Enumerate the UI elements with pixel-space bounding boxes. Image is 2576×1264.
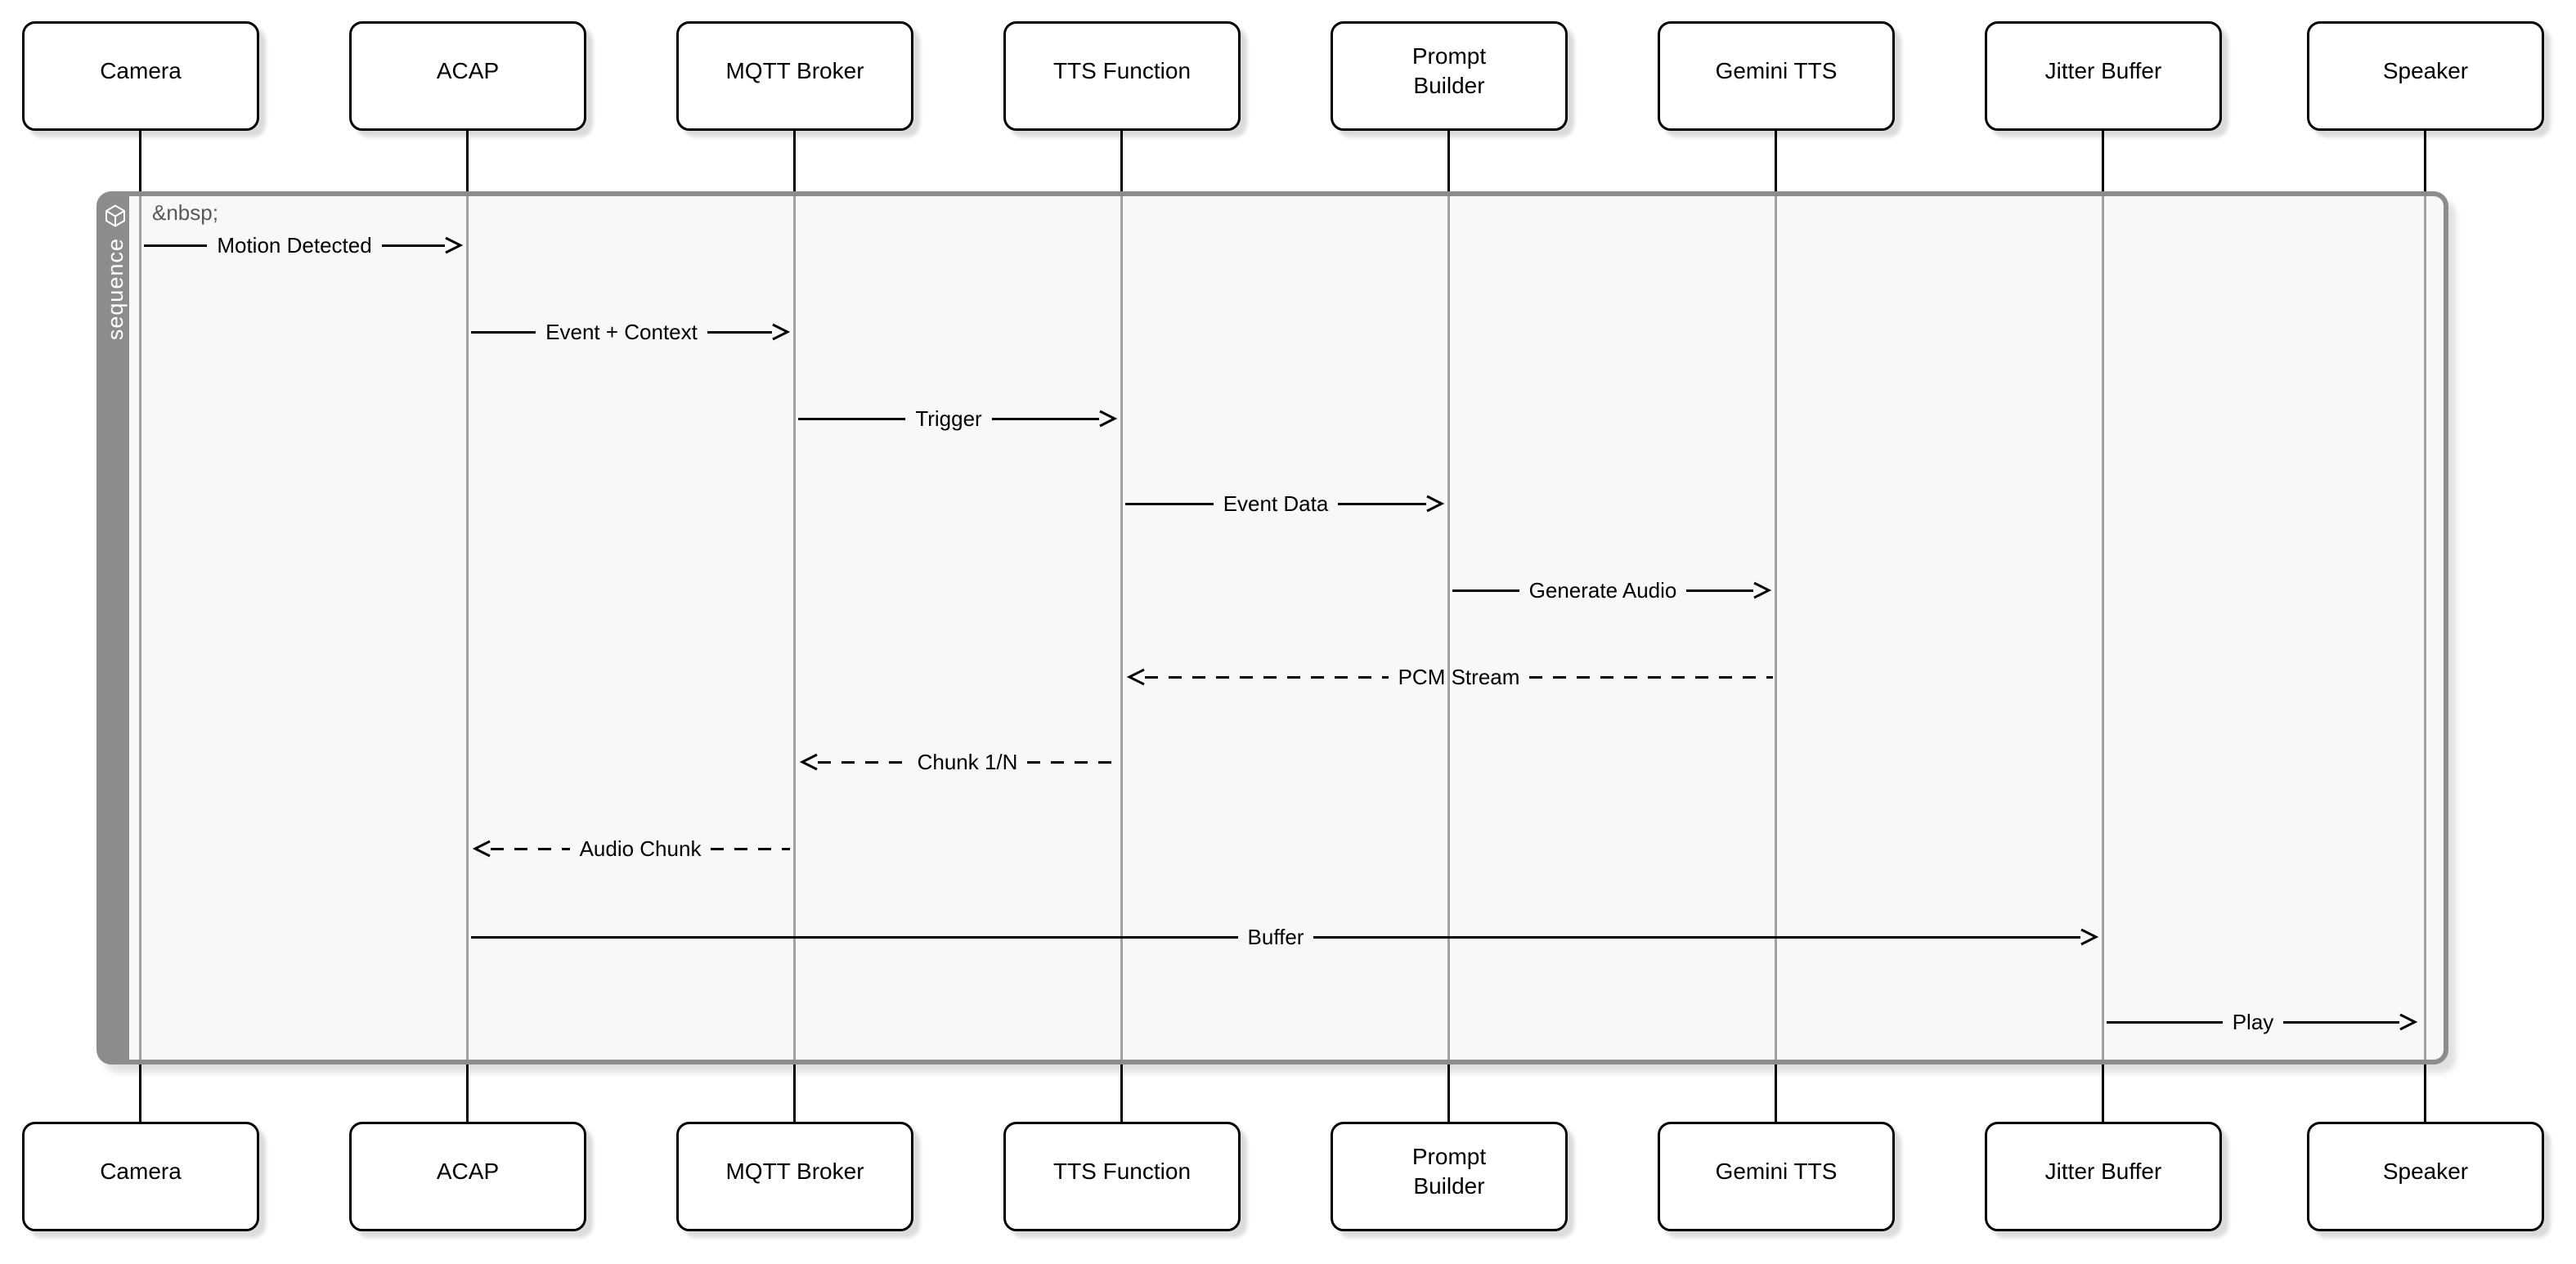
message-line (1686, 589, 1754, 592)
arrowhead-right-icon (2080, 928, 2098, 946)
message-label: Event Data (1223, 491, 1329, 516)
frame-title: sequence (102, 238, 128, 341)
message-line (1145, 675, 1389, 679)
participant-top-jitter-buffer: Jitter Buffer (1985, 21, 2222, 131)
message-line (1125, 502, 1214, 505)
message-generate-audio: Generate Audio (1452, 578, 1772, 603)
message-trigger: Trigger (798, 406, 1118, 431)
arrowhead-right-icon (2399, 1013, 2418, 1031)
cube-icon (105, 204, 125, 227)
message-line (1027, 760, 1117, 764)
message-label: Chunk 1/N (917, 750, 1018, 774)
message-label: Buffer (1247, 925, 1304, 949)
message-chunk: Chunk 1/N (800, 750, 1117, 774)
participant-label: Speaker (2382, 1158, 2469, 1184)
message-line (144, 244, 208, 247)
participant-top-camera: Camera (22, 21, 259, 131)
message-line (798, 417, 906, 420)
participant-label: Camera (100, 57, 182, 83)
message-label: PCM Stream (1398, 665, 1520, 689)
message-audio-chunk: Audio Chunk (473, 836, 791, 861)
arrowhead-right-icon (1099, 410, 1118, 428)
message-line (1338, 502, 1427, 505)
participant-bottom-jitter-buffer: Jitter Buffer (1985, 1122, 2222, 1231)
message-event-context: Event + Context (471, 320, 791, 344)
participant-label: Jitter Buffer (2044, 1158, 2162, 1184)
message-label: Event + Context (545, 320, 698, 344)
participant-bottom-speaker: Speaker (2307, 1122, 2544, 1231)
participant-label: TTS Function (1052, 1158, 1192, 1184)
participant-label: ACAP (436, 57, 500, 83)
arrowhead-left-icon (800, 753, 818, 771)
message-line (1452, 589, 1519, 592)
participant-label: Gemini TTS (1715, 1158, 1838, 1184)
participant-bottom-camera: Camera (22, 1122, 259, 1231)
participant-bottom-prompt-builder: Prompt Builder (1331, 1122, 1568, 1231)
message-label: Audio Chunk (579, 836, 702, 861)
participant-top-acap: ACAP (349, 21, 586, 131)
participant-label: Prompt Builder (1411, 43, 1487, 98)
participant-top-prompt-builder: Prompt Builder (1331, 21, 1568, 131)
arrowhead-left-icon (1127, 668, 1145, 686)
message-buffer: Buffer (471, 925, 2098, 949)
message-motion-detected: Motion Detected (144, 233, 464, 258)
message-label: Trigger (915, 406, 982, 431)
message-line (818, 760, 908, 764)
message-line (471, 935, 1238, 939)
arrowhead-right-icon (1426, 495, 1445, 513)
message-label: Generate Audio (1528, 578, 1677, 603)
frame-title-bar: sequence (101, 196, 129, 1060)
message-line (711, 847, 791, 850)
participant-top-speaker: Speaker (2307, 21, 2544, 131)
participant-label: Camera (100, 1158, 182, 1184)
message-line (991, 417, 1100, 420)
participant-bottom-tts-function: TTS Function (1003, 1122, 1241, 1231)
participant-label: MQTT Broker (725, 1158, 864, 1184)
message-line (2283, 1020, 2400, 1024)
message-line (471, 330, 536, 334)
message-play: Play (2107, 1010, 2418, 1034)
message-line (2107, 1020, 2223, 1024)
arrowhead-right-icon (445, 236, 464, 254)
message-label: Motion Detected (217, 233, 372, 258)
message-line (491, 847, 570, 850)
participant-label: ACAP (436, 1158, 500, 1184)
message-line (1313, 935, 2080, 939)
participant-top-mqtt-broker: MQTT Broker (676, 21, 913, 131)
message-line (381, 244, 446, 247)
sequence-frame: sequence &nbsp; (96, 191, 2448, 1065)
participant-top-tts-function: TTS Function (1003, 21, 1241, 131)
participant-label: MQTT Broker (725, 57, 864, 83)
arrowhead-left-icon (473, 840, 491, 858)
participant-bottom-gemini-tts: Gemini TTS (1658, 1122, 1895, 1231)
participant-label: Speaker (2382, 57, 2469, 83)
message-event-data: Event Data (1125, 491, 1445, 516)
participant-top-gemini-tts: Gemini TTS (1658, 21, 1895, 131)
arrowhead-right-icon (1753, 581, 1772, 599)
participant-bottom-mqtt-broker: MQTT Broker (676, 1122, 913, 1231)
participant-label: Gemini TTS (1715, 57, 1838, 83)
participant-label: Prompt Builder (1411, 1143, 1487, 1199)
message-pcm-stream: PCM Stream (1127, 665, 1773, 689)
participant-label: TTS Function (1052, 57, 1192, 83)
frame-placeholder-text: &nbsp; (152, 200, 218, 225)
message-label: Play (2232, 1010, 2274, 1034)
participant-bottom-acap: ACAP (349, 1122, 586, 1231)
arrowhead-right-icon (772, 323, 791, 341)
message-line (1529, 675, 1773, 679)
message-line (707, 330, 773, 334)
participant-label: Jitter Buffer (2044, 57, 2162, 83)
